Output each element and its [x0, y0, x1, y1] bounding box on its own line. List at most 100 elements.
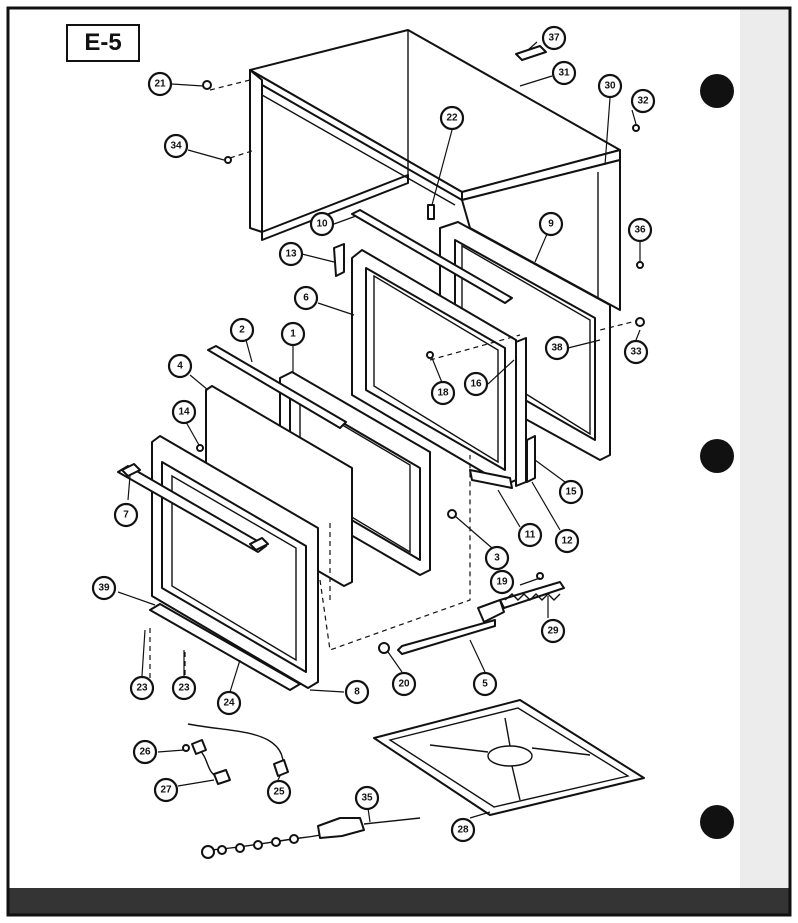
- callout-2: 2: [229, 317, 255, 343]
- callout-28: 28: [450, 817, 476, 843]
- svg-text:14: 14: [178, 407, 190, 418]
- svg-text:36: 36: [634, 225, 646, 236]
- callout-24: 24: [216, 690, 242, 716]
- svg-text:13: 13: [285, 249, 297, 260]
- callout-23-right: 23: [171, 675, 197, 701]
- svg-text:34: 34: [170, 141, 182, 152]
- callout-38: 38: [544, 335, 570, 361]
- side-panel: [461, 159, 621, 311]
- rod-assembly: [378, 581, 565, 655]
- svg-text:5: 5: [482, 679, 488, 690]
- svg-text:2: 2: [239, 325, 245, 336]
- svg-text:20: 20: [398, 679, 410, 690]
- chain-probe: [201, 817, 421, 859]
- scan-border: [6, 6, 792, 917]
- callout-8: 8: [344, 679, 370, 705]
- callout-18: 18: [430, 380, 456, 406]
- callout-1: 1: [280, 321, 306, 347]
- svg-text:29: 29: [547, 626, 559, 637]
- door-top-strip: [207, 345, 347, 429]
- callout-7: 7: [113, 502, 139, 528]
- callout-19: 19: [489, 569, 515, 595]
- callout-29: 29: [540, 618, 566, 644]
- callout-22: 22: [439, 105, 465, 131]
- svg-text:39: 39: [98, 583, 110, 594]
- callout-39: 39: [91, 575, 117, 601]
- callout-10: 10: [309, 211, 335, 237]
- binder-hole: [700, 439, 734, 473]
- bottom-trim: [469, 469, 513, 489]
- callout-9: 9: [538, 211, 564, 237]
- svg-text:31: 31: [558, 68, 570, 79]
- svg-text:24: 24: [223, 698, 235, 709]
- svg-text:25: 25: [273, 787, 285, 798]
- top-strip: [351, 209, 513, 304]
- screws: [196, 45, 645, 580]
- callout-3: 3: [484, 545, 510, 571]
- callout-27: 27: [153, 777, 179, 803]
- svg-text:4: 4: [177, 361, 183, 372]
- callout-11: 11: [517, 522, 543, 548]
- callout-33: 33: [623, 339, 649, 365]
- svg-text:9: 9: [548, 219, 554, 230]
- callouts: 37 21 31 30 32 34 22 10 36 9 13 6 38 33 …: [91, 25, 656, 843]
- svg-text:23: 23: [178, 683, 190, 694]
- callout-13: 13: [278, 241, 304, 267]
- svg-text:33: 33: [630, 347, 642, 358]
- wire-harness: [182, 723, 289, 785]
- outer-cabinet: [249, 29, 621, 241]
- svg-text:28: 28: [457, 825, 469, 836]
- callout-14: 14: [171, 399, 197, 425]
- bracket: [333, 243, 345, 277]
- diagram-label: E-5: [66, 24, 140, 62]
- callout-16: 16: [463, 371, 489, 397]
- side-strip-small: [526, 435, 536, 483]
- callout-36: 36: [627, 217, 653, 243]
- binder-hole: [700, 805, 734, 839]
- tray: [373, 699, 645, 816]
- svg-text:18: 18: [437, 388, 449, 399]
- callout-4: 4: [167, 353, 193, 379]
- assembly-guides: [149, 79, 641, 678]
- svg-text:38: 38: [551, 343, 563, 354]
- svg-text:30: 30: [604, 81, 616, 92]
- svg-text:35: 35: [361, 793, 373, 804]
- svg-text:10: 10: [316, 219, 328, 230]
- callout-15: 15: [558, 479, 584, 505]
- callout-21: 21: [147, 71, 173, 97]
- callout-23-left: 23: [129, 675, 155, 701]
- svg-text:12: 12: [561, 536, 573, 547]
- callout-25: 25: [266, 779, 292, 805]
- side-strip: [515, 337, 527, 487]
- spring: [504, 593, 561, 601]
- svg-text:7: 7: [123, 510, 129, 521]
- svg-text:3: 3: [494, 553, 500, 564]
- door-handle: [117, 463, 269, 553]
- svg-text:8: 8: [354, 687, 360, 698]
- callout-31: 31: [551, 60, 577, 86]
- svg-text:6: 6: [303, 293, 309, 304]
- svg-text:23: 23: [136, 683, 148, 694]
- svg-text:27: 27: [160, 785, 172, 796]
- svg-text:32: 32: [637, 96, 649, 107]
- svg-text:26: 26: [139, 747, 151, 758]
- svg-text:16: 16: [470, 379, 482, 390]
- svg-text:11: 11: [525, 530, 536, 541]
- callout-34: 34: [163, 133, 189, 159]
- svg-text:1: 1: [290, 329, 296, 340]
- callout-35: 35: [354, 785, 380, 811]
- svg-text:22: 22: [446, 113, 458, 124]
- callout-37: 37: [541, 25, 567, 51]
- svg-text:15: 15: [565, 487, 577, 498]
- svg-text:21: 21: [154, 79, 166, 90]
- oven-cavity-frame: [351, 249, 517, 486]
- door-hinge-strip: [149, 603, 301, 691]
- callout-20: 20: [391, 671, 417, 697]
- leader-lines: [117, 41, 641, 823]
- callout-5: 5: [472, 671, 498, 697]
- callout-12: 12: [554, 528, 580, 554]
- callout-30: 30: [597, 73, 623, 99]
- svg-text:19: 19: [496, 577, 508, 588]
- svg-text:37: 37: [548, 33, 560, 44]
- binder-hole: [700, 74, 734, 108]
